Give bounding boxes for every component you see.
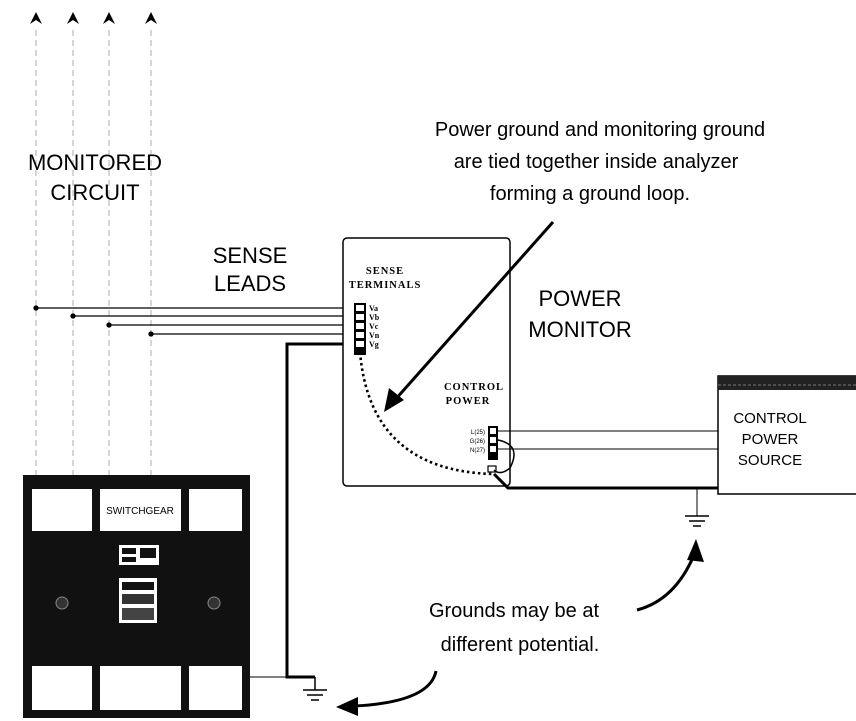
internal-ground-loop bbox=[358, 351, 493, 476]
monitored-circuit-label-1: MONITORED bbox=[28, 150, 162, 175]
monitored-circuit-label-2: CIRCUIT bbox=[50, 180, 139, 205]
monitored-circuit-lines bbox=[35, 30, 152, 485]
potential-arrow-left bbox=[336, 670, 438, 716]
switchgear-label: SWITCHGEAR bbox=[106, 506, 174, 517]
terminal-g: G(26) bbox=[470, 439, 485, 445]
sense-terminals-label-1: SENSE bbox=[366, 266, 404, 277]
sense-lead-wires bbox=[33, 305, 356, 337]
sense-leads-label-1: SENSE bbox=[213, 243, 288, 268]
terminal-vn: Vn bbox=[369, 331, 380, 340]
power-monitor-label-1: POWER bbox=[538, 286, 621, 311]
control-power-source-label-1: CONTROL bbox=[733, 410, 806, 427]
ground-loop-note-3: forming a ground loop. bbox=[490, 183, 690, 205]
power-ground-symbol bbox=[685, 515, 709, 527]
switchgear-cabinet bbox=[23, 475, 250, 718]
terminal-vc: Vc bbox=[369, 322, 379, 331]
ground-loop-arrow bbox=[384, 221, 555, 412]
control-power-source-box bbox=[717, 375, 856, 495]
terminal-vg: Vg bbox=[369, 340, 379, 349]
terminal-vb: Vb bbox=[369, 313, 380, 322]
potential-arrow-right bbox=[636, 539, 704, 612]
control-power-wires bbox=[498, 430, 718, 450]
control-power-source-label-3: SOURCE bbox=[738, 452, 802, 469]
power-monitor-label-2: MONITOR bbox=[528, 317, 631, 342]
terminal-va: Va bbox=[369, 304, 378, 313]
sense-terminals-label-2: TERMINALS bbox=[349, 280, 422, 291]
ground-loop-note-2: are tied together inside analyzer bbox=[454, 151, 739, 173]
monitoring-ground-symbol bbox=[303, 677, 327, 701]
sense-terminal-block bbox=[354, 303, 366, 355]
control-power-label-2: POWER bbox=[446, 396, 491, 407]
terminal-n: N(27) bbox=[470, 448, 485, 454]
potential-note-1: Grounds may be at bbox=[429, 600, 600, 622]
terminal-l: L(25) bbox=[471, 430, 485, 436]
monitoring-ground-wire bbox=[285, 342, 356, 679]
control-power-label-1: CONTROL bbox=[444, 382, 504, 393]
potential-note-2: different potential. bbox=[441, 634, 600, 656]
control-power-source-label-2: POWER bbox=[742, 431, 799, 448]
control-jumper bbox=[493, 439, 515, 474]
control-terminal-block bbox=[487, 426, 498, 473]
circuit-arrowheads bbox=[30, 12, 157, 24]
sense-leads-label-2: LEADS bbox=[214, 271, 286, 296]
power-monitor-box bbox=[342, 237, 511, 487]
ground-loop-note-1: Power ground and monitoring ground bbox=[435, 119, 765, 141]
